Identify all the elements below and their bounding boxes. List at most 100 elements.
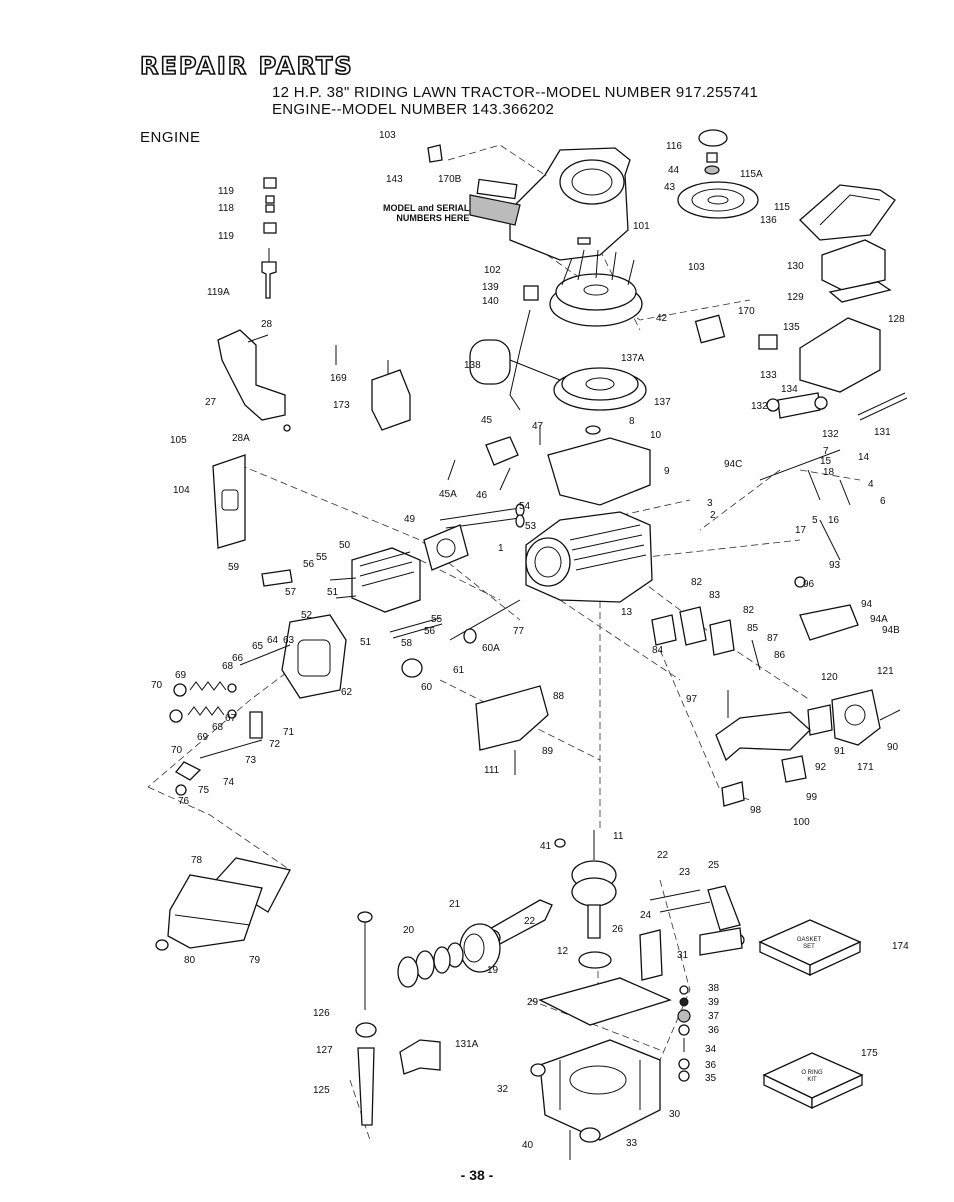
rod bbox=[449, 599, 521, 641]
muffler bbox=[167, 874, 263, 949]
part-callout: 128 bbox=[888, 314, 905, 325]
part-callout: 98 bbox=[750, 805, 762, 816]
part-callout: 92 bbox=[815, 762, 827, 773]
governor-control bbox=[371, 369, 411, 431]
bracket bbox=[427, 144, 443, 163]
part-callout: 67 bbox=[225, 713, 237, 724]
part-callout: 133 bbox=[760, 370, 777, 381]
control-bracket bbox=[217, 329, 286, 421]
part-callout: 131 bbox=[874, 427, 891, 438]
part-callout: 62 bbox=[341, 687, 353, 698]
part-callout: 49 bbox=[404, 514, 416, 525]
part-callout: 89 bbox=[542, 746, 554, 757]
dipstick bbox=[355, 911, 377, 1126]
part-callout: 51 bbox=[360, 637, 372, 648]
washer bbox=[704, 165, 720, 175]
air-cleaner-cover bbox=[799, 184, 896, 241]
part-callout: 97 bbox=[686, 694, 698, 705]
part-callout: 9 bbox=[664, 466, 670, 477]
inset-detail bbox=[469, 339, 511, 385]
part-callout: 93 bbox=[829, 560, 841, 571]
part-callout: 69 bbox=[197, 732, 209, 743]
air-filter bbox=[821, 239, 886, 291]
shield-plate bbox=[694, 314, 726, 344]
crankshaft bbox=[571, 830, 617, 939]
part-callout: 28A bbox=[232, 433, 250, 444]
part-callout: 29 bbox=[527, 997, 539, 1008]
section-title: REPAIR PARTS bbox=[139, 51, 354, 81]
part-callout: 68 bbox=[222, 661, 234, 672]
part-callout: 45 bbox=[481, 415, 493, 426]
part-callout: 83 bbox=[709, 590, 721, 601]
part-callout: 75 bbox=[198, 785, 210, 796]
part-callout: 94B bbox=[882, 625, 900, 636]
air-cleaner-base bbox=[799, 317, 881, 393]
part-callout: 39 bbox=[708, 997, 720, 1008]
air-guide bbox=[475, 685, 549, 751]
part-callout: 115A bbox=[740, 169, 763, 180]
part-callout: 38 bbox=[708, 983, 720, 994]
part-callout: 143 bbox=[386, 174, 403, 185]
part-callout: 35 bbox=[705, 1073, 717, 1084]
part-callout: 36 bbox=[708, 1025, 720, 1036]
camshaft bbox=[707, 885, 741, 931]
part-callout: 2 bbox=[710, 510, 716, 521]
part-callout: 134 bbox=[781, 384, 798, 395]
part-callout: 170B bbox=[438, 174, 462, 185]
part-callout: 5 bbox=[812, 515, 818, 526]
part-callout: 127 bbox=[316, 1045, 333, 1056]
baffle bbox=[212, 454, 246, 549]
part-callout: 130 bbox=[787, 261, 804, 272]
part-callout: 58 bbox=[401, 638, 413, 649]
part-callout: 56 bbox=[303, 559, 315, 570]
part-callout: 71 bbox=[283, 727, 295, 738]
cap bbox=[698, 129, 728, 147]
part-callout: 36 bbox=[705, 1060, 717, 1071]
pre-cleaner bbox=[828, 281, 892, 303]
part-callout: 23 bbox=[679, 867, 691, 878]
piston-and-rings bbox=[397, 923, 501, 988]
part-callout: 15 bbox=[820, 456, 832, 467]
head-gasket bbox=[423, 524, 469, 571]
part-callout: 100 bbox=[793, 817, 810, 828]
part-callout: 118 bbox=[218, 203, 234, 214]
part-callout: 137 bbox=[654, 397, 671, 408]
nut bbox=[706, 152, 718, 163]
cylinder-block bbox=[525, 511, 653, 603]
part-callout: 119A bbox=[207, 287, 230, 298]
part-callout: 1 bbox=[498, 543, 504, 554]
crank-gear bbox=[578, 951, 612, 969]
part-callout: 27 bbox=[205, 397, 217, 408]
engine-model-line: ENGINE--MODEL NUMBER 143.366202 bbox=[272, 101, 555, 118]
part-callout: 68 bbox=[212, 722, 224, 733]
part-callout: 125 bbox=[313, 1085, 330, 1096]
part-callout: 73 bbox=[245, 755, 257, 766]
part-callout: 37 bbox=[708, 1011, 720, 1022]
part-callout: 70 bbox=[151, 680, 163, 691]
part-callout: 135 bbox=[783, 322, 800, 333]
part-callout: 103 bbox=[379, 130, 396, 141]
part-callout: 4 bbox=[868, 479, 874, 490]
gasket-set-box bbox=[758, 919, 862, 977]
stud bbox=[857, 392, 908, 421]
part-callout: 88 bbox=[553, 691, 565, 702]
part-callout: 21 bbox=[449, 899, 461, 910]
part-callout: 84 bbox=[652, 645, 664, 656]
part-callout: 34 bbox=[705, 1044, 717, 1055]
part-callout: 42 bbox=[656, 313, 668, 324]
part-callout: 72 bbox=[269, 739, 281, 750]
bushing bbox=[401, 658, 423, 678]
lever bbox=[249, 711, 263, 739]
part-callout: 78 bbox=[191, 855, 203, 866]
part-callout: 103 bbox=[688, 262, 705, 273]
governor-gear bbox=[639, 929, 663, 981]
part-callout: 47 bbox=[532, 421, 544, 432]
fitting bbox=[263, 177, 277, 189]
part-callout: 51 bbox=[327, 587, 339, 598]
part-callout: 32 bbox=[497, 1084, 509, 1095]
part-callout: 120 bbox=[821, 672, 838, 683]
part-callout: 64 bbox=[267, 635, 279, 646]
push-rod bbox=[389, 617, 443, 639]
part-callout: 65 bbox=[252, 641, 264, 652]
